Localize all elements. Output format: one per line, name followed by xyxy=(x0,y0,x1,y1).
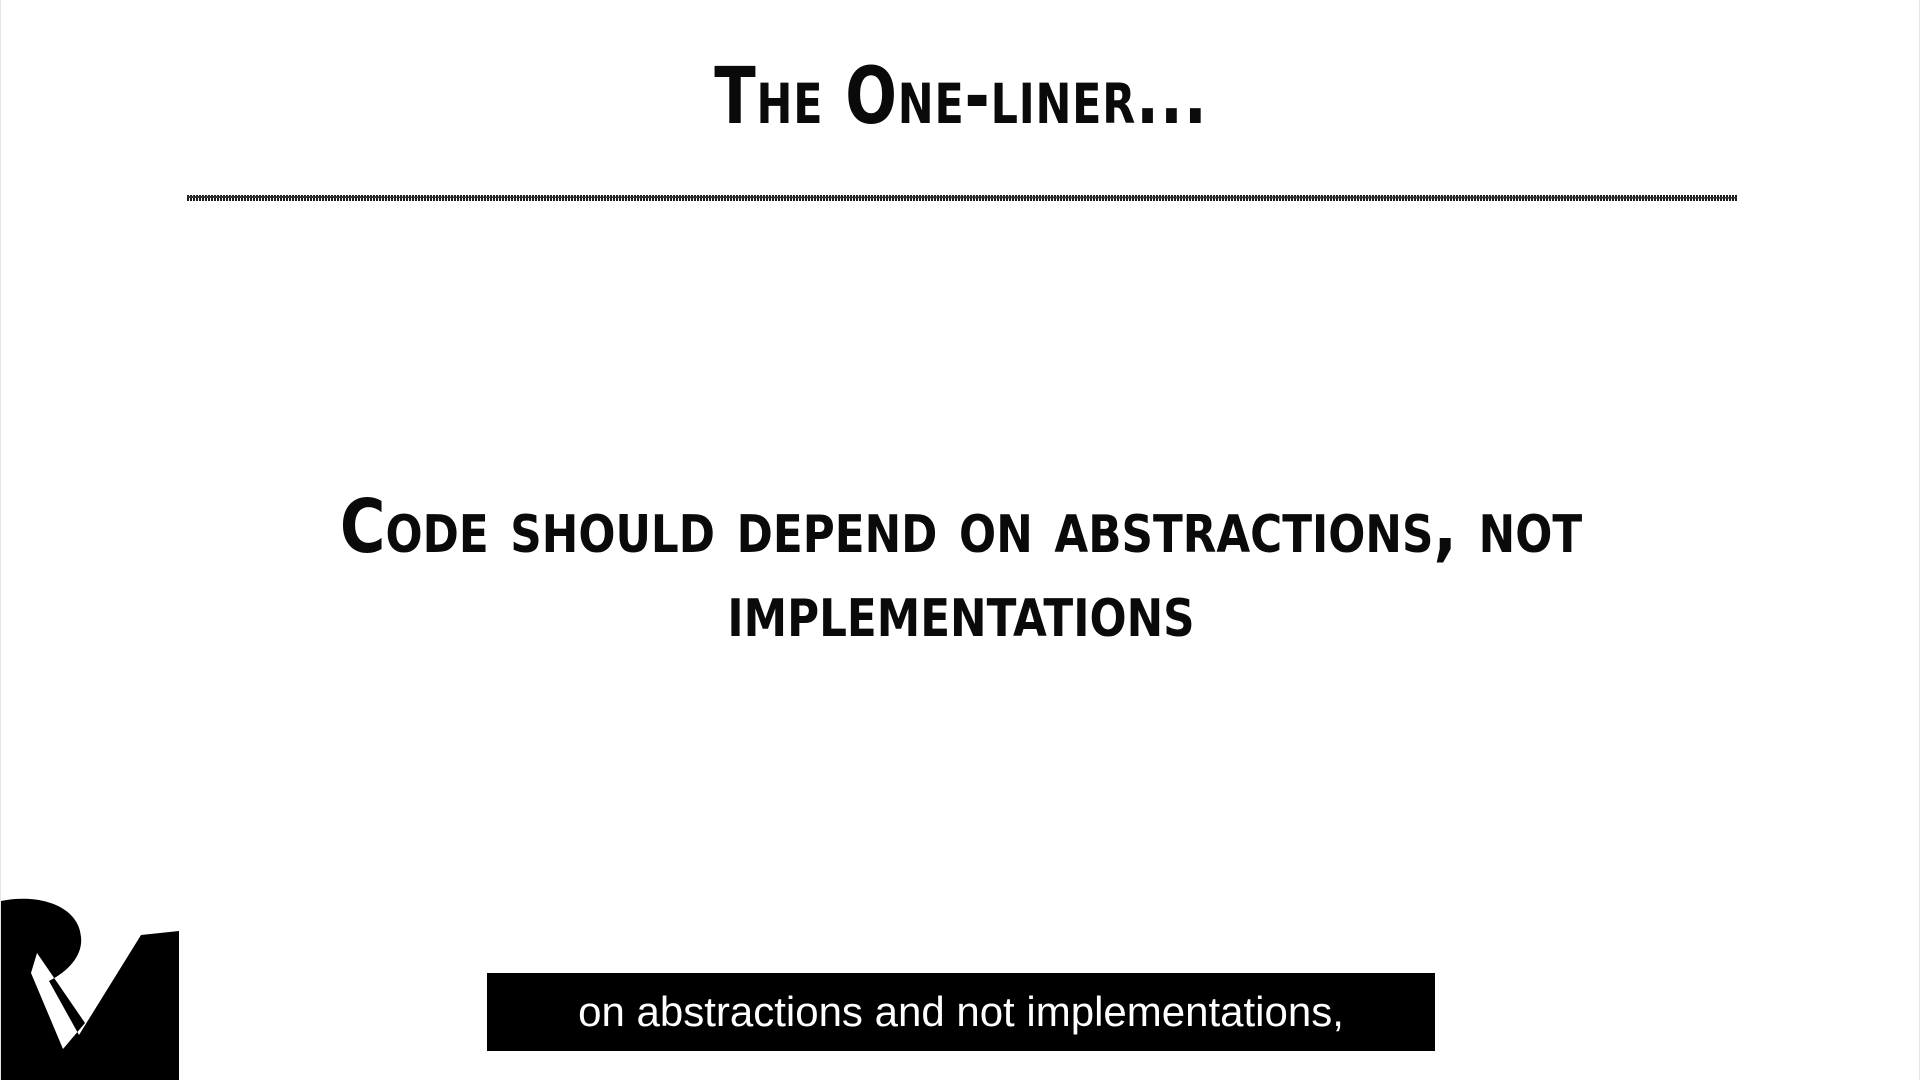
slide-title: The One-liner... xyxy=(714,52,1208,142)
principle-quote: Code should depend on abstractions, not … xyxy=(339,484,1583,654)
subtitle-caption: on abstractions and not implementations, xyxy=(487,973,1435,1051)
title-divider xyxy=(187,195,1737,201)
rw-logo-icon xyxy=(1,898,179,1080)
subtitle-text: on abstractions and not implementations, xyxy=(578,988,1344,1035)
